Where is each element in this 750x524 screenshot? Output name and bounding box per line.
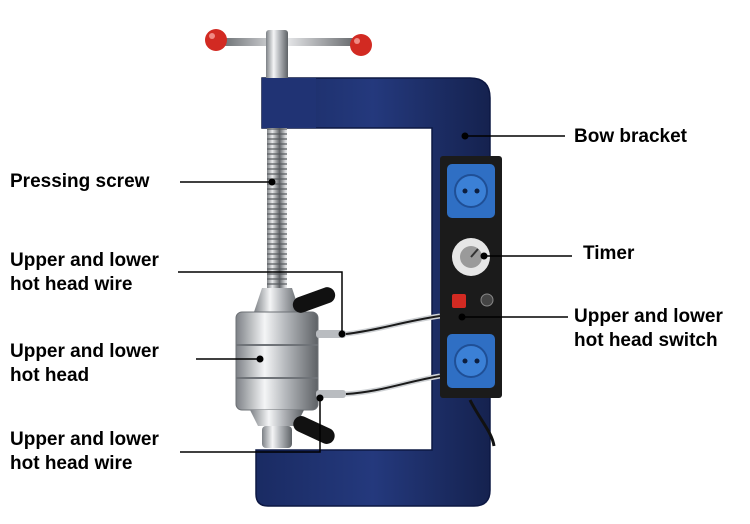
pressing-screw	[266, 56, 288, 288]
label-timer: Timer	[583, 242, 634, 266]
label-line: hot head	[10, 365, 90, 386]
label-pressing-screw: Pressing screw	[10, 170, 149, 194]
leader-lines	[178, 135, 572, 453]
label-line: Upper and lower	[10, 250, 159, 271]
switch-icon	[452, 294, 466, 308]
label-hot-head: Upper and lower hot head	[10, 340, 159, 388]
label-wire-bottom: Upper and lower hot head wire	[10, 428, 159, 476]
label-line: hot head wire	[10, 274, 133, 295]
t-handle	[205, 29, 372, 60]
label-line: hot head switch	[574, 330, 718, 351]
label-text: Pressing screw	[10, 171, 150, 192]
label-bow-bracket: Bow bracket	[574, 125, 687, 149]
label-text: Timer	[583, 243, 635, 264]
lower-handle	[293, 416, 335, 444]
label-text: Bow bracket	[574, 126, 687, 147]
label-line: Upper and lower	[10, 429, 159, 450]
label-wire-top: Upper and lower hot head wire	[10, 249, 159, 297]
control-panel	[440, 156, 502, 398]
hot-head-assembly	[235, 287, 336, 448]
leader-wire-bottom	[180, 398, 321, 453]
leader-wire-top	[178, 271, 343, 334]
red-knob-right	[350, 34, 372, 56]
hot-head-wires	[316, 313, 496, 447]
label-line: Upper and lower	[574, 306, 723, 327]
red-knob-left	[205, 29, 227, 51]
label-line: Upper and lower	[10, 341, 159, 362]
leader-dots	[256, 132, 488, 402]
label-line: hot head wire	[10, 453, 133, 474]
upper-handle	[292, 287, 336, 313]
label-switch: Upper and lower hot head switch	[574, 305, 723, 353]
